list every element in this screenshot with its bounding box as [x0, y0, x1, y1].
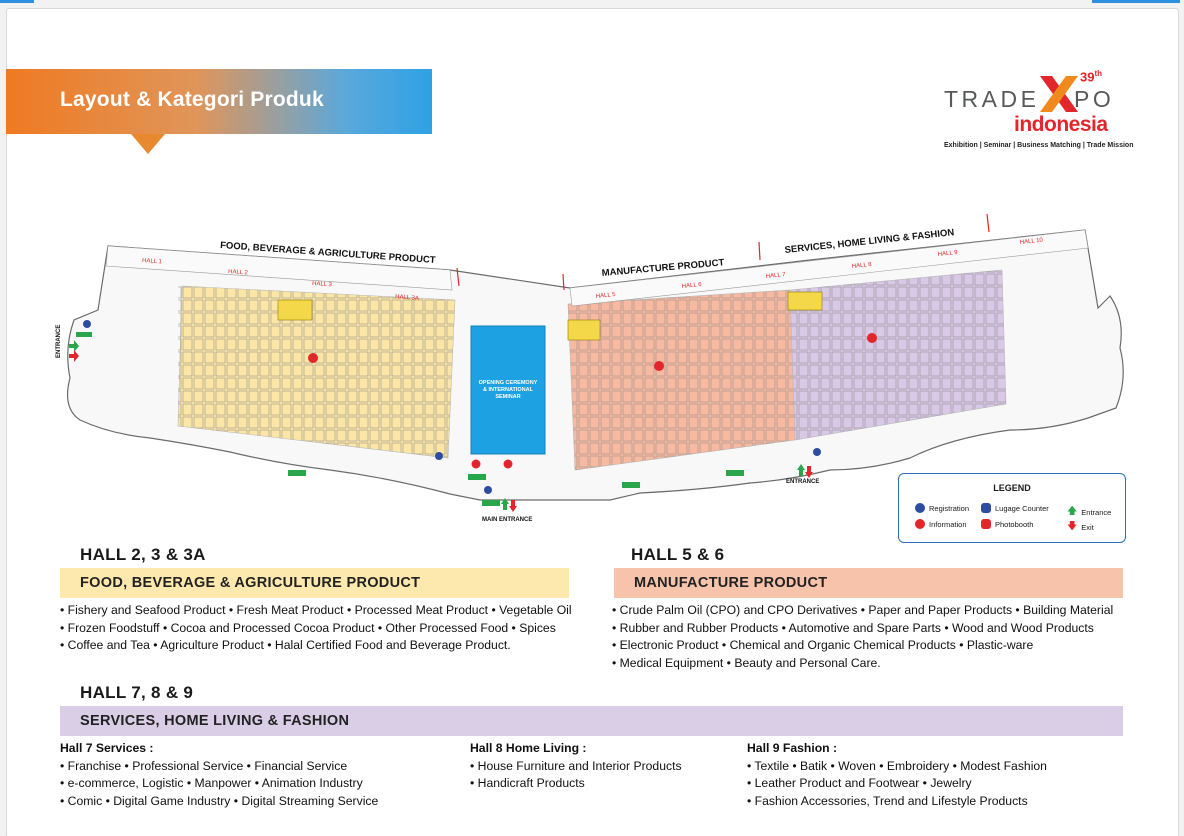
list-item: • Handicraft Products	[470, 776, 585, 790]
list-item: • Fashion Accessories, Trend and Lifesty…	[747, 793, 1028, 808]
hall-3-label: HALL 3	[312, 281, 333, 288]
entrance-left-label: ENTRANCE	[56, 325, 62, 358]
section3-heading: HALL 7, 8 & 9	[80, 683, 194, 702]
legend-title: LEGEND	[993, 483, 1031, 493]
logo-x-mark	[1040, 76, 1078, 112]
hall-5-label: HALL 5	[596, 292, 617, 300]
entrance-exit-arrows	[69, 340, 813, 512]
section1-category: FOOD, BEVERAGE & AGRICULTURE PRODUCT	[60, 568, 569, 598]
center-hall-label-1: OPENING CEREMONY	[479, 380, 538, 386]
section2-category: MANUFACTURE PRODUCT	[614, 568, 1123, 598]
section3-col-home-living: Hall 8 Home Living : • House Furniture a…	[470, 740, 682, 793]
entrance-arrow-icon: 🡅	[1067, 506, 1078, 517]
legend-photobooth: Photobooth	[981, 519, 1033, 529]
location-pins	[83, 320, 821, 494]
list-item: • Electronic Product • Chemical and Orga…	[612, 638, 1034, 652]
list-item: • Rubber and Rubber Products • Automotiv…	[612, 620, 1094, 635]
opening-ceremony-hall	[470, 325, 546, 455]
section2-heading: HALL 5 & 6	[631, 545, 725, 564]
hall-3a-label: HALL 3A	[395, 294, 419, 302]
section3-col-services: Hall 7 Services : • Franchise • Professi…	[60, 740, 378, 810]
legend-entrance: 🡅Entrance	[1067, 504, 1111, 521]
list-item: • House Furniture and Interior Products	[470, 758, 682, 773]
title-banner	[6, 69, 432, 134]
center-hall-label-3: SEMINAR	[495, 394, 520, 400]
section3-category: SERVICES, HOME LIVING & FASHION	[60, 706, 1123, 736]
section1-heading: HALL 2, 3 & 3A	[80, 545, 206, 564]
logo-edition: 39th	[1080, 69, 1103, 85]
legend-information: Information	[915, 519, 967, 529]
logo-tagline: Exhibition | Seminar | Business Matching…	[944, 142, 1134, 149]
services-subheading: Hall 7 Services :	[60, 741, 154, 755]
hall-10-label: HALL 10	[1020, 238, 1044, 246]
hall-2-label: HALL 2	[228, 269, 249, 276]
banner-pointer	[131, 134, 165, 154]
hall-6-label: HALL 6	[682, 282, 703, 290]
legend-registration: Registration	[915, 503, 969, 513]
hall-1-label: HALL 1	[142, 258, 163, 265]
hall-8-label: HALL 8	[852, 262, 873, 270]
main-entrance-label: MAIN ENTRANCE	[482, 517, 532, 523]
list-item: • Frozen Foodstuff • Cocoa and Processed…	[60, 620, 556, 635]
list-item: • Crude Palm Oil (CPO) and CPO Derivativ…	[612, 603, 1114, 617]
page-title: Layout & Kategori Produk	[60, 88, 324, 111]
list-item: • Franchise • Professional Service • Fin…	[60, 758, 348, 773]
photobooth-markers	[308, 333, 877, 371]
list-item: • Comic • Digital Game Industry • Digita…	[60, 793, 379, 808]
map-legend: LEGEND Registration Information Lugage C…	[898, 473, 1126, 543]
entrance-right-label: ENTRANCE	[786, 479, 819, 485]
tradexpo-logo: TRADE PO 39th indonesia Exhibition | Sem…	[936, 68, 1133, 154]
business-matching-room-3	[787, 291, 823, 311]
list-item: • Fishery and Seafood Product • Fresh Me…	[60, 603, 572, 617]
legend-exit: 🡇Exit	[1067, 519, 1094, 536]
list-item: • Coffee and Tea • Agriculture Product •…	[60, 638, 511, 652]
logo-word-po: PO	[1074, 86, 1115, 112]
business-matching-room-1	[277, 299, 313, 321]
exit-arrow-icon: 🡇	[1067, 521, 1078, 532]
fashion-subheading: Hall 9 Fashion :	[747, 741, 838, 755]
business-matching-room-2	[567, 319, 601, 341]
photobooth-icon	[981, 519, 991, 529]
registration-icon	[915, 503, 925, 513]
top-accent-bar	[0, 0, 1184, 3]
luggage-icon	[981, 503, 991, 513]
list-item: • Leather Product and Footwear • Jewelry	[747, 776, 972, 790]
list-item: • Textile • Batik • Woven • Embroidery •…	[747, 758, 1047, 773]
logo-country: indonesia	[1014, 113, 1108, 136]
section1-list: • Fishery and Seafood Product • Fresh Me…	[60, 602, 572, 655]
center-hall-label-2: & INTERNATIONAL	[483, 387, 534, 393]
home-living-subheading: Hall 8 Home Living :	[470, 741, 587, 755]
legend-luggage: Lugage Counter	[981, 503, 1049, 513]
list-item: • Medical Equipment • Beauty and Persona…	[612, 655, 881, 670]
logo-word-trade: TRADE	[944, 86, 1040, 112]
list-item: • e-commerce, Logistic • Manpower • Anim…	[60, 776, 363, 790]
floor-plan-map: OPENING CEREMONY & INTERNATIONAL SEMINAR…	[56, 213, 1124, 523]
section2-list: • Crude Palm Oil (CPO) and CPO Derivativ…	[612, 602, 1113, 672]
section3-col-fashion: Hall 9 Fashion : • Textile • Batik • Wov…	[747, 740, 1047, 810]
information-icon	[915, 519, 925, 529]
hall-9-label: HALL 9	[938, 250, 959, 258]
hall-7-label: HALL 7	[766, 272, 787, 280]
